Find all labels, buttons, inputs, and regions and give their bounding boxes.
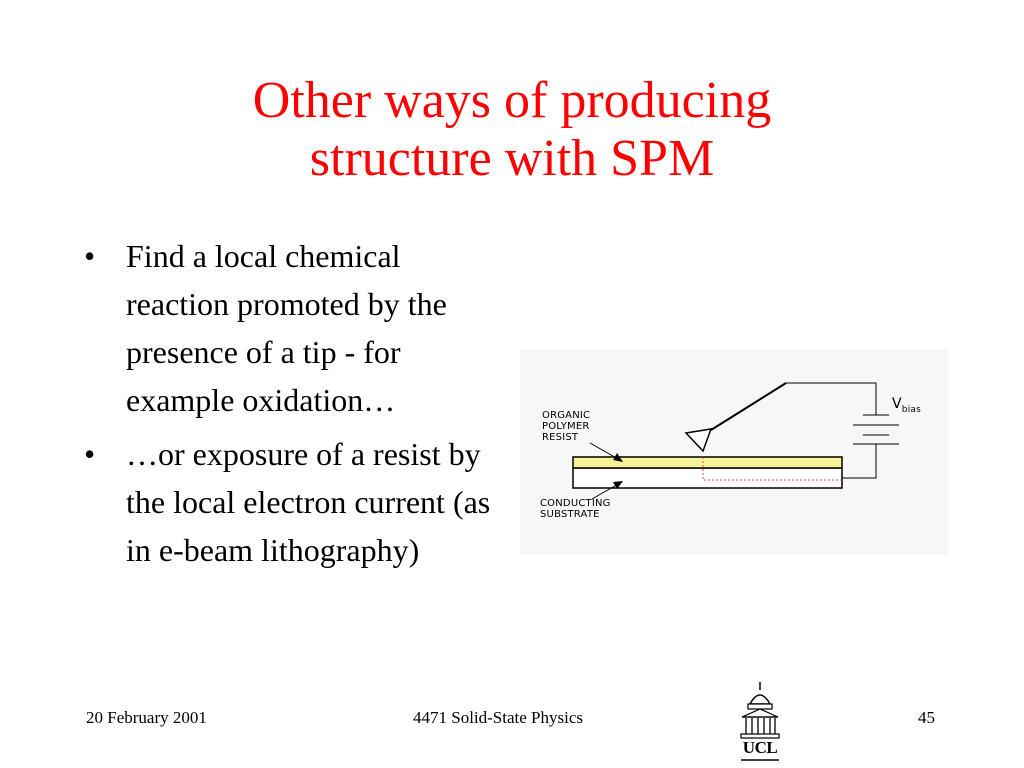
diagram-drawing (572, 382, 899, 500)
conducting-substrate (572, 467, 843, 489)
bias-wire-top (786, 382, 877, 415)
slide-title-line2: structure with SPM (309, 130, 715, 187)
slide-title-line1: Other ways of producing (252, 72, 772, 129)
bullet-item-1: • Find a local chemical reaction promote… (82, 232, 502, 424)
resist-label-line1: ORGANIC (542, 410, 591, 421)
substrate-label-line1: CONDUCTING (540, 498, 611, 509)
ucl-logo-text: UCL (742, 738, 778, 757)
voltage-symbol: V (892, 396, 902, 412)
footer-course: 4471 Solid-State Physics (413, 708, 584, 727)
resist-label-line3: RESIST (542, 432, 579, 443)
cantilever (710, 382, 787, 431)
bullet-item-2: • …or exposure of a resist by the local … (82, 430, 502, 574)
resist-label: ORGANIC POLYMER RESIST (542, 410, 590, 443)
organic-resist-layer (572, 456, 843, 469)
resist-label-line2: POLYMER (542, 421, 590, 432)
bullet-text-2: …or exposure of a resist by the local el… (126, 436, 491, 568)
substrate-label: CONDUCTING SUBSTRATE (540, 498, 611, 520)
bullet-list: • Find a local chemical reaction promote… (82, 232, 502, 580)
voltage-subscript: bias (901, 404, 921, 415)
ucl-portico-logo (740, 682, 780, 761)
bullet-glyph: • (84, 436, 96, 472)
bias-voltage-label: Vbias (892, 396, 921, 416)
bias-wire-bottom (842, 444, 877, 479)
substrate-label-line2: SUBSTRATE (540, 509, 600, 520)
footer-page-number: 45 (918, 708, 935, 727)
substrate-arrowhead (613, 481, 623, 489)
slide-title: Other ways of producing structure with S… (0, 72, 1024, 188)
bullet-text-1: Find a local chemical reaction promoted … (126, 238, 447, 418)
spm-lithography-diagram: ORGANIC POLYMER RESIST CONDUCTING SUBSTR… (520, 349, 948, 555)
probe-tip (684, 428, 713, 453)
bullet-glyph: • (84, 238, 96, 274)
footer-date: 20 February 2001 (86, 708, 207, 727)
resist-arrowhead (613, 453, 623, 462)
